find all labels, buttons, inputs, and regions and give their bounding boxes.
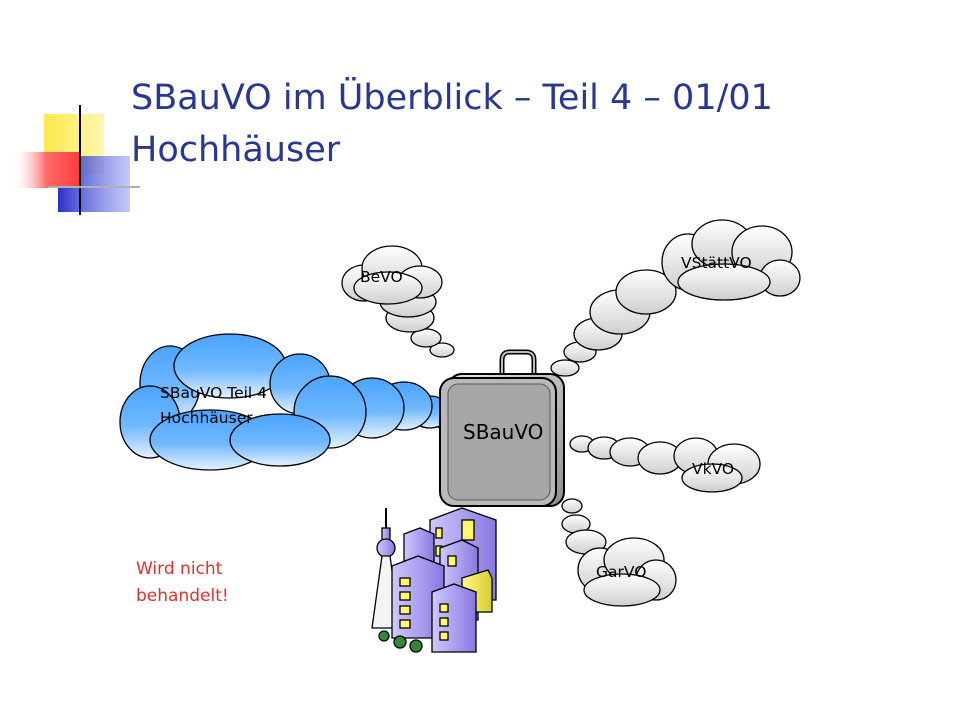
- vstaettvo-label: VStättVO: [681, 254, 752, 272]
- highlight-cloud-label-line1: SBauVO Teil 4: [160, 384, 268, 402]
- note-line1: Wird nicht: [136, 559, 223, 579]
- vstaettvo-cloud: [661, 219, 801, 301]
- highlight-cloud: [119, 333, 367, 471]
- bevo-label: BeVO: [360, 268, 403, 286]
- city-buildings-icon: [371, 507, 497, 653]
- vstaettvo-cloud-trail: [550, 269, 677, 377]
- highlight-cloud-label-line2: Hochhäuser: [160, 409, 253, 427]
- note-line2: behandelt!: [136, 586, 229, 606]
- vkvo-cloud: [673, 437, 761, 493]
- garvo-cloud: [577, 537, 677, 607]
- vkvo-label: VkVO: [692, 460, 735, 478]
- note-not-covered: Wird nicht behandelt!: [136, 556, 229, 610]
- red-square: [12, 152, 80, 188]
- bevo-cloud-trail: [379, 286, 455, 358]
- bevo-cloud: [341, 245, 443, 305]
- decorative-logo: [12, 105, 140, 215]
- page-title: SBauVO im Überblick – Teil 4 – 01/01: [131, 78, 773, 118]
- vkvo-cloud-trail: [569, 435, 683, 475]
- suitcase-icon: [439, 349, 565, 507]
- suitcase-label: SBauVO: [463, 420, 544, 444]
- garvo-label: GarVO: [596, 563, 647, 581]
- page-subtitle: Hochhäuser: [131, 130, 341, 170]
- garvo-cloud-trail: [561, 498, 607, 555]
